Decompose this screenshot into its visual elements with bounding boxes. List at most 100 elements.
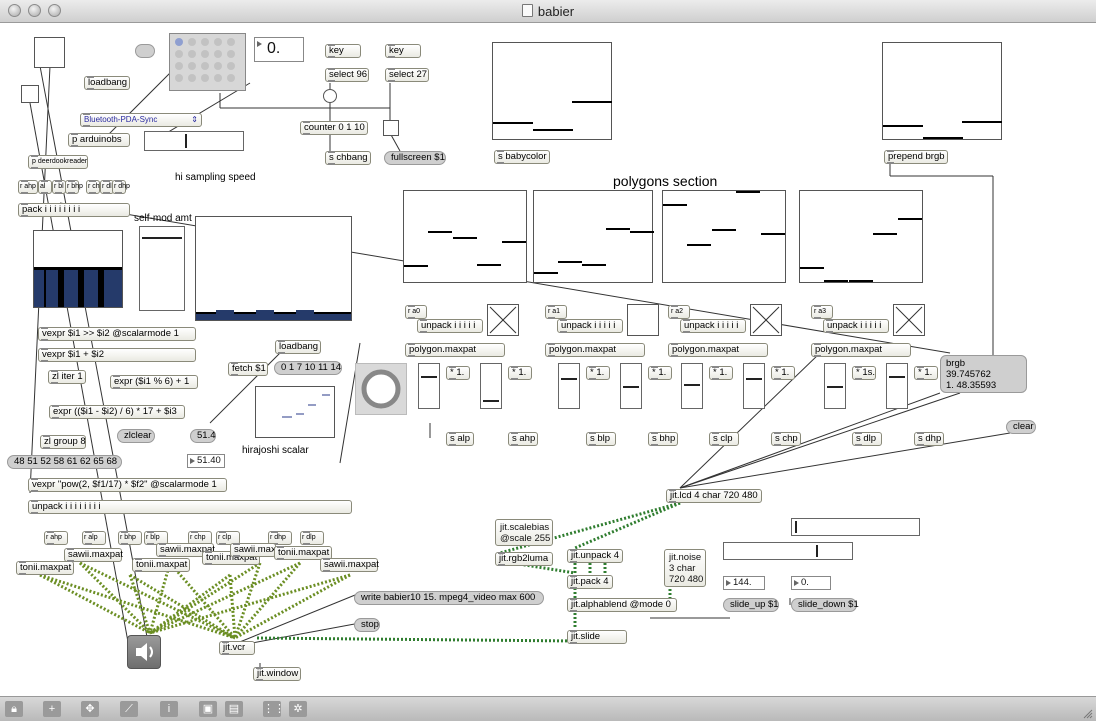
receive-object[interactable]: r bl xyxy=(52,180,66,194)
close-button[interactable] xyxy=(8,4,21,17)
hslider-arduino[interactable] xyxy=(144,131,244,151)
jit-unpack-object[interactable]: jit.unpack 4 xyxy=(567,549,623,563)
vslider[interactable] xyxy=(824,363,846,409)
synth-object[interactable]: sawii.max xyxy=(230,543,276,557)
slide-down-number[interactable]: 0. xyxy=(791,576,831,590)
receive-object[interactable]: r bhp xyxy=(118,531,142,545)
write-message[interactable]: write babier10 15. mpeg4_video max 600 xyxy=(354,591,544,605)
receive-object[interactable]: r ahp xyxy=(44,531,68,545)
multiply-object[interactable]: * 1. xyxy=(508,366,532,380)
key-object-2[interactable]: key xyxy=(385,44,421,58)
value-message[interactable]: 51.4 xyxy=(190,429,216,443)
receive-polygon-object[interactable]: r a2 xyxy=(668,305,690,319)
synth-object[interactable]: tonii.maxpat xyxy=(274,546,332,560)
receive-polygon-object[interactable]: r a0 xyxy=(405,305,427,319)
presentation-icon[interactable]: ▣ xyxy=(199,701,217,717)
receive-object[interactable]: r alp xyxy=(82,531,106,545)
lock-icon[interactable]: 🔒︎ xyxy=(5,701,23,717)
polygon-maxpat-object[interactable]: polygon.maxpat xyxy=(545,343,645,357)
stop-message[interactable]: stop xyxy=(354,618,380,632)
float-number-5140[interactable]: 51.40 xyxy=(187,454,225,468)
unpack-5-object[interactable]: unpack i i i i i xyxy=(557,319,623,333)
pictctrl-cross[interactable] xyxy=(750,304,782,336)
hirajoshi-list-message[interactable]: 0 1 7 10 11 14 xyxy=(274,361,342,375)
multislider-poly-b[interactable] xyxy=(533,190,654,283)
vexpr-pow-object[interactable]: vexpr "pow(2, $f1/17) * $f2" @scalarmode… xyxy=(28,478,227,492)
patcher-canvas[interactable]: loadbang 0. Bluetooth-PDA-Sync⇕ p arduin… xyxy=(0,23,1096,696)
patch-cord-icon[interactable]: ⟋ xyxy=(120,701,138,717)
multislider-brgb[interactable] xyxy=(882,42,1002,140)
audio-dac-button[interactable] xyxy=(127,635,161,669)
pack-object[interactable]: pack i i i i i i i i xyxy=(18,203,130,217)
s-chbang-object[interactable]: s chbang xyxy=(325,151,371,165)
jit-pack-object[interactable]: jit.pack 4 xyxy=(567,575,613,589)
window-icon[interactable]: ▤ xyxy=(225,701,243,717)
slide-down-message[interactable]: slide_down $1 xyxy=(791,598,859,612)
unpack-5-object[interactable]: unpack i i i i i xyxy=(823,319,889,333)
send-object[interactable]: s ahp xyxy=(508,432,538,446)
multislider-poly-a[interactable] xyxy=(403,190,527,283)
hslider-slide-up[interactable] xyxy=(791,518,920,536)
multiply-object[interactable]: * 1. xyxy=(648,366,672,380)
receive-polygon-object[interactable]: r a3 xyxy=(811,305,833,319)
jit-window-object[interactable]: jit.window xyxy=(253,667,301,681)
unpack-5-object[interactable]: unpack i i i i i xyxy=(417,319,483,333)
minimize-button[interactable] xyxy=(28,4,41,17)
multiply-object[interactable]: * 1. xyxy=(586,366,610,380)
brgb-message[interactable]: brgb 39.745762 1. 48.35593 xyxy=(940,355,1027,393)
grid-icon[interactable]: ⋮⋮ xyxy=(263,701,285,717)
message-box-blank[interactable] xyxy=(135,44,155,58)
hslider-slide-down[interactable] xyxy=(723,542,853,560)
hirajoshi-table[interactable] xyxy=(255,386,335,438)
float-number-box[interactable]: 0. xyxy=(254,37,304,62)
loadbang-object[interactable]: loadbang xyxy=(84,76,130,90)
send-object[interactable]: s clp xyxy=(709,432,739,446)
zoom-button[interactable] xyxy=(48,4,61,17)
receive-object[interactable]: r clp xyxy=(216,531,240,545)
receive-polygon-object[interactable]: r a1 xyxy=(545,305,567,319)
prepend-brgb-object[interactable]: prepend brgb xyxy=(884,150,948,164)
note-list-message[interactable]: 48 51 52 58 61 62 65 68 xyxy=(7,455,122,469)
receive-object[interactable]: r ch xyxy=(86,180,100,194)
receive-object[interactable]: r ahp xyxy=(18,180,38,194)
send-object[interactable]: s chp xyxy=(771,432,801,446)
loadbang-object-2[interactable]: loadbang xyxy=(275,340,321,354)
p-arduinobs-object[interactable]: p arduinobs xyxy=(68,133,130,147)
p-deerdookreader-object[interactable]: p deerdookreader xyxy=(28,155,88,169)
key-object-1[interactable]: key xyxy=(325,44,361,58)
vslider[interactable] xyxy=(743,363,765,409)
zl-group-object[interactable]: zl group 8 xyxy=(40,435,86,449)
toggle-small[interactable] xyxy=(21,85,39,103)
slide-up-message[interactable]: slide_up $1 xyxy=(723,598,779,612)
vslider[interactable] xyxy=(480,363,502,409)
expr-scale-object[interactable]: expr (($i1 - $i2) / 6) * 17 + $i3 xyxy=(49,405,185,419)
pictctrl-cross[interactable] xyxy=(893,304,925,336)
synth-object[interactable]: sawii.maxpat xyxy=(156,543,215,557)
zlclear-message[interactable]: zlclear xyxy=(117,429,155,443)
send-object[interactable]: s dlp xyxy=(852,432,882,446)
vexpr-add-object[interactable]: vexpr $i1 + $i2 xyxy=(38,348,196,362)
polygon-maxpat-object[interactable]: polygon.maxpat xyxy=(405,343,505,357)
jit-slide-object[interactable]: jit.slide xyxy=(567,630,627,644)
toggle-fullscreen[interactable] xyxy=(383,120,399,136)
vslider[interactable] xyxy=(681,363,703,409)
self-mod-slider[interactable] xyxy=(139,226,185,311)
send-object[interactable]: s alp xyxy=(446,432,474,446)
s-babycolor-object[interactable]: s babycolor xyxy=(494,150,550,164)
multislider-babycolor[interactable] xyxy=(492,42,612,140)
polygon-maxpat-object[interactable]: polygon.maxpat xyxy=(811,343,911,357)
slide-up-number[interactable]: 144. xyxy=(723,576,765,590)
jit-vcr-object[interactable]: jit.vcr xyxy=(219,641,255,655)
serial-port-menu[interactable]: Bluetooth-PDA-Sync⇕ xyxy=(80,113,202,127)
synth-object[interactable]: tonii.maxpat xyxy=(132,558,190,572)
add-icon[interactable]: + xyxy=(43,701,61,717)
clear-message[interactable]: clear xyxy=(1006,420,1036,434)
vslider[interactable] xyxy=(418,363,440,409)
receive-object[interactable]: r dlp xyxy=(300,531,324,545)
synth-object[interactable]: sawii.maxpat xyxy=(320,558,379,572)
multiply-object[interactable]: * 1. xyxy=(914,366,938,380)
vslider[interactable] xyxy=(620,363,642,409)
fetch-object[interactable]: fetch $1 xyxy=(228,362,268,376)
info-icon[interactable]: i xyxy=(160,701,178,717)
unpack-8-object[interactable]: unpack i i i i i i i i xyxy=(28,500,352,514)
